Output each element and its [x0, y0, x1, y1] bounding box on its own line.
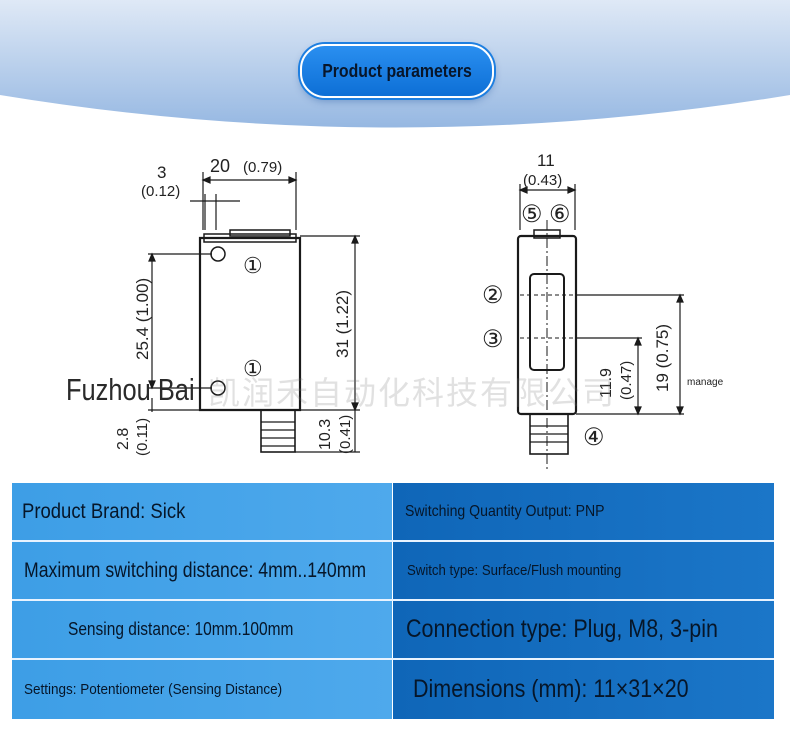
header-background: [0, 0, 790, 140]
spec-cell-right: Connection type: Plug, M8, 3-pin: [393, 601, 774, 658]
row-divider: [12, 540, 774, 542]
dim-optic-in: (0.47): [618, 361, 635, 400]
dim-optic-mm: 11.9: [598, 368, 615, 398]
spec-row: Sensing distance: 10mm.100mm Connection …: [12, 601, 774, 658]
label-3: ③: [482, 326, 504, 353]
spec-max-distance: Maximum switching distance: 4mm..140mm: [24, 558, 367, 582]
spec-output: Switching Quantity Output: PNP: [405, 502, 605, 520]
row-divider: [12, 658, 774, 660]
left-top-edge: [203, 233, 297, 243]
spec-cell-right: Dimensions (mm): 11×31×20: [393, 660, 774, 719]
spec-row: Settings: Potentiometer (Sensing Distanc…: [12, 660, 774, 719]
dim-connector-in: (0.41): [337, 415, 354, 454]
label-5: ⑤: [521, 201, 543, 228]
label-4: ④: [583, 424, 605, 451]
left-hole-top: [210, 246, 226, 262]
dim-right-width-in: (0.43): [523, 172, 562, 189]
header-band: [0, 0, 790, 140]
dim-hole-spacing: 25.4 (1.00): [133, 278, 152, 360]
dim-total: 19 (0.75): [653, 324, 672, 392]
left-connector: [260, 409, 296, 453]
spec-cell-left: Sensing distance: 10mm.100mm: [12, 601, 392, 658]
section-title-pill: Product parameters: [300, 44, 494, 98]
dim-small-mm: 3: [157, 163, 166, 182]
spec-cell-right: Switch type: Surface/Flush mounting: [393, 542, 774, 599]
spec-switch-type: Switch type: Surface/Flush mounting: [407, 562, 622, 579]
label-2: ②: [482, 282, 504, 309]
dim-width-mm: 20: [210, 156, 230, 176]
label-1-top: ①: [243, 253, 263, 278]
spec-cell-left: Settings: Potentiometer (Sensing Distanc…: [12, 660, 392, 719]
dim-width-in: (0.79): [243, 159, 282, 176]
spec-cell-left: Product Brand: Sick: [12, 483, 392, 540]
spec-cell-left: Maximum switching distance: 4mm..140mm: [12, 542, 392, 599]
watermark-company: Fuzhou Bai: [66, 372, 195, 407]
spec-cell-right: Switching Quantity Output: PNP: [393, 483, 774, 540]
watermark-suffix: manage: [687, 377, 724, 388]
spec-dimensions: Dimensions (mm): 11×31×20: [413, 675, 689, 703]
dimension-drawing: 20 (0.79) 3 (0.12) ① ① 31 (1.22) 25.4 (1…: [115, 151, 684, 470]
spec-settings: Settings: Potentiometer (Sensing Distanc…: [24, 681, 283, 698]
label-6: ⑥: [549, 201, 571, 228]
dim-right-width-mm: 11: [537, 151, 555, 170]
spec-sensing-distance: Sensing distance: 10mm.100mm: [68, 619, 294, 639]
dim-bottom-left-in: (0.11): [134, 418, 151, 456]
spec-connection-type: Connection type: Plug, M8, 3-pin: [406, 615, 718, 643]
dim-bottom-left-mm: 2.8: [115, 428, 132, 450]
spec-brand: Product Brand: Sick: [22, 499, 186, 523]
section-title: Product parameters: [322, 60, 472, 81]
row-divider: [12, 599, 774, 601]
label-1-bottom: ①: [243, 356, 263, 381]
watermark-company-cn: 凯润禾自动化科技有限公司: [208, 374, 617, 412]
dim-height: 31 (1.22): [333, 290, 352, 358]
dim-small-in: (0.12): [141, 183, 180, 200]
spec-table: Product Brand: Sick Switching Quantity O…: [12, 483, 774, 721]
spec-row: Maximum switching distance: 4mm..140mm S…: [12, 542, 774, 599]
spec-row: Product Brand: Sick Switching Quantity O…: [12, 483, 774, 540]
dim-connector-mm: 10.3: [317, 419, 334, 450]
